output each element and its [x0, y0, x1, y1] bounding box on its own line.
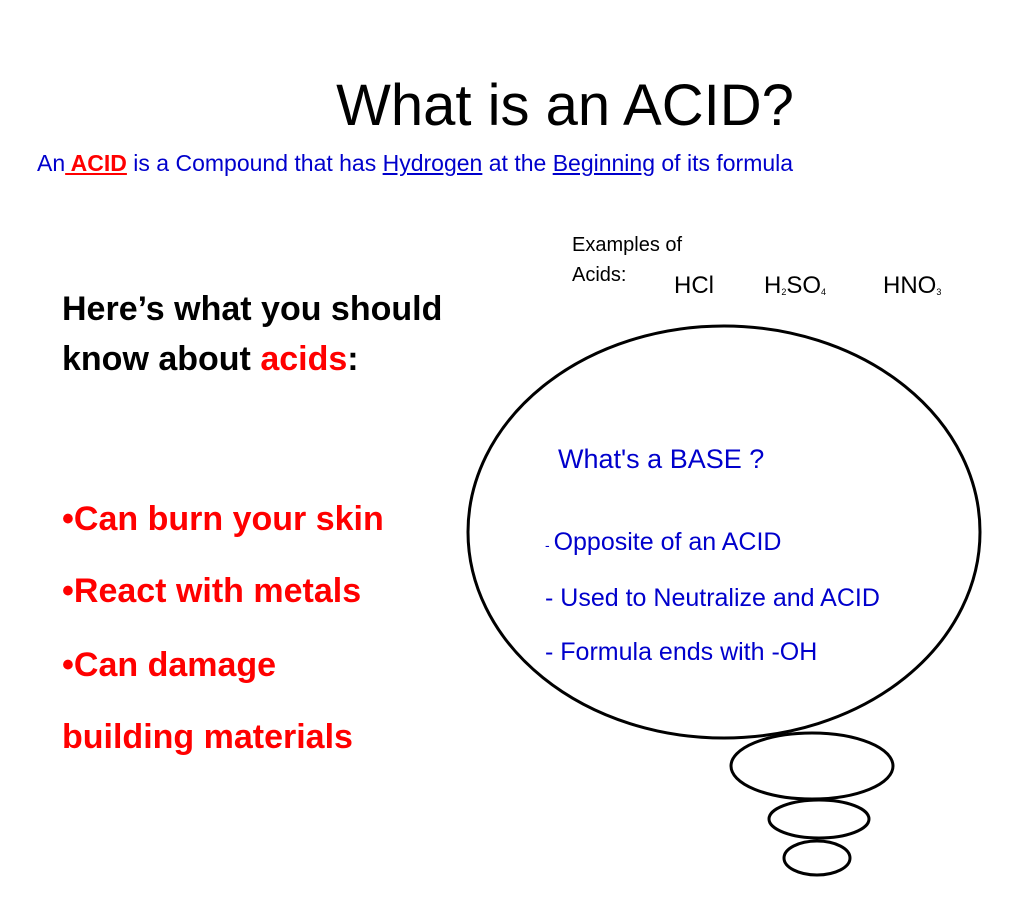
definition-acid-word: ACID — [65, 150, 127, 176]
fact-burn-skin: •Can burn your skin — [62, 500, 384, 538]
base-point-dash: - — [545, 638, 561, 666]
fact-damage-materials-cont: building materials — [62, 718, 353, 756]
definition-part3: of its formula — [655, 150, 794, 176]
formula-h2so4-so: SO — [786, 272, 822, 299]
formula-hno3-text: HNO — [883, 272, 937, 299]
definition-beginning-word: Beginning — [552, 150, 655, 176]
base-point-dash: - — [545, 537, 554, 553]
base-point-dash: - — [545, 584, 561, 612]
acid-definition: An ACID is a Compound that has Hydrogen … — [37, 150, 793, 177]
definition-prefix: An — [37, 150, 66, 176]
base-point-neutralize: - Used to Neutralize and ACID — [545, 584, 880, 613]
know-heading-text: Here’s what you should know about — [62, 290, 443, 378]
fact-damage-materials: •Can damage — [62, 646, 277, 684]
know-heading: Here’s what you should know about acids: — [62, 284, 462, 384]
thought-bubble-tail-large — [729, 731, 895, 801]
definition-part1: is a Compound that has — [126, 150, 383, 176]
base-point-formula-oh: - Formula ends with -OH — [545, 638, 817, 667]
thought-bubble-main — [466, 324, 982, 740]
thought-bubble-tail-medium — [767, 798, 871, 840]
definition-part2: at the — [482, 150, 553, 176]
definition-hydrogen-word: Hydrogen — [382, 150, 483, 176]
know-heading-acids: acids — [260, 340, 348, 378]
formula-h2so4: H2SO4 — [764, 272, 826, 300]
formula-h2so4-sub-4: 4 — [821, 287, 827, 297]
base-point-opposite: - Opposite of an ACID — [545, 528, 781, 557]
base-point-text: Opposite of an ACID — [553, 528, 782, 556]
base-point-text: Used to Neutralize and ACID — [560, 584, 880, 612]
base-point-text: Formula ends with -OH — [560, 638, 818, 666]
base-heading: What's a BASE ? — [558, 444, 765, 474]
examples-label: Examples of Acids: — [572, 234, 683, 286]
formula-hcl: HCl — [674, 272, 714, 300]
formula-hno3-sub-3: 3 — [936, 287, 942, 297]
formula-h2so4-h: H — [764, 272, 782, 299]
formula-hno3: HNO3 — [883, 272, 941, 300]
fact-react-metals: •React with metals — [62, 572, 362, 610]
know-heading-colon: : — [347, 340, 359, 378]
thought-bubble-tail-small — [782, 839, 852, 877]
slide-title: What is an ACID? — [336, 73, 794, 138]
formula-h2so4-sub-2: 2 — [781, 287, 787, 297]
formula-hcl-text: HCl — [674, 272, 714, 299]
